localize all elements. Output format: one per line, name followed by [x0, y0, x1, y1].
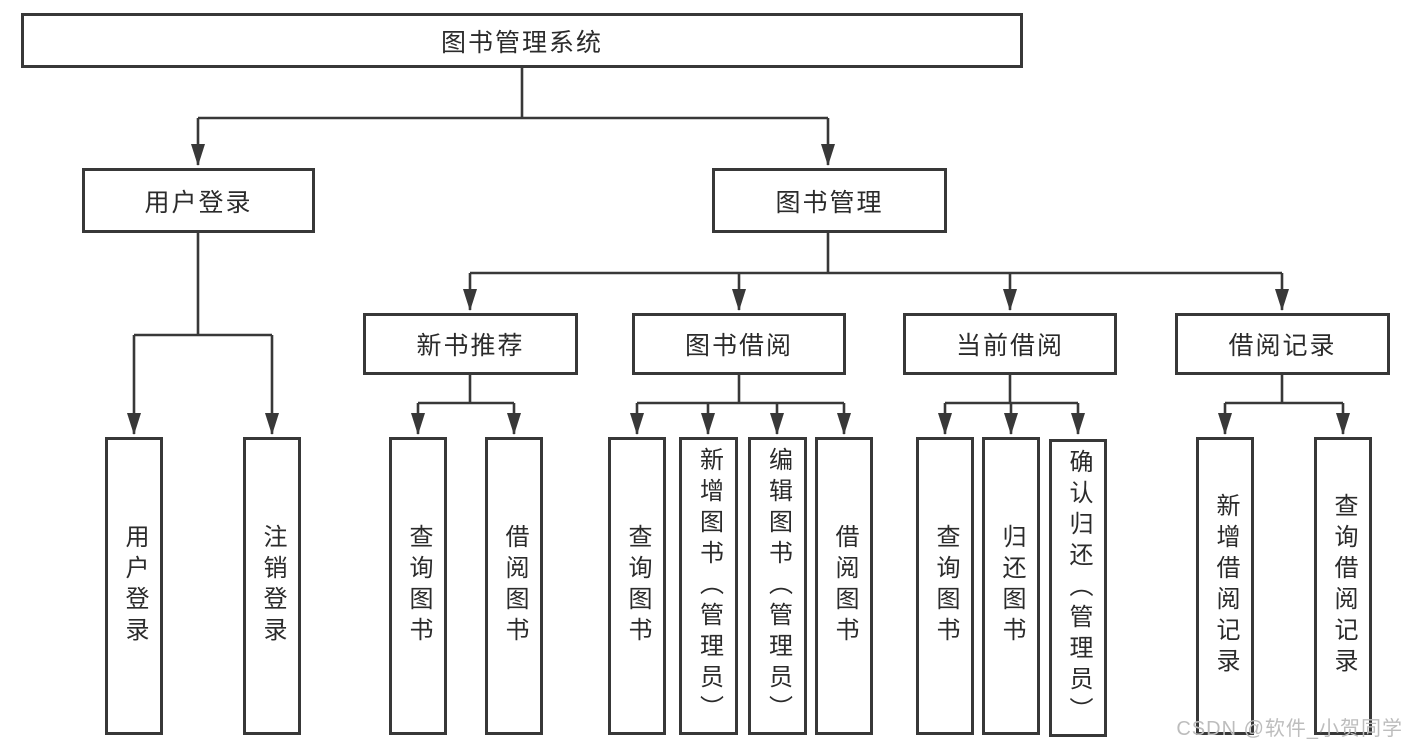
leaf-label: 查询图书 — [624, 524, 651, 648]
node-borrowing-records: 借阅记录 — [1175, 313, 1390, 375]
leaf-label: 用户登录 — [121, 524, 148, 648]
node-book-borrowing: 图书借阅 — [632, 313, 846, 375]
node-user-login: 用户登录 — [82, 168, 315, 233]
node-book-management: 图书管理 — [712, 168, 947, 233]
leaf-edit-book-admin: 编辑图书（管理员） — [748, 437, 807, 735]
node-current-borrowing-label: 当前借阅 — [955, 332, 1064, 360]
node-borrowing-records-label: 借阅记录 — [1228, 332, 1337, 360]
leaf-confirm-return-admin: 确认归还（管理员） — [1049, 439, 1107, 737]
leaf-label: 查询图书 — [405, 524, 432, 648]
leaf-return-books: 归还图书 — [982, 437, 1040, 735]
leaf-borrow-books: 借阅图书 — [815, 437, 873, 735]
leaf-add-borrow-record: 新增借阅记录 — [1196, 437, 1254, 735]
leaf-label: 注销登录 — [259, 524, 286, 648]
leaf-user-login: 用户登录 — [105, 437, 163, 735]
node-user-login-label: 用户登录 — [144, 188, 253, 217]
leaf-query-borrow-record: 查询借阅记录 — [1314, 437, 1372, 735]
leaf-query-books: 查询图书 — [916, 437, 974, 735]
node-root: 图书管理系统 — [21, 13, 1023, 68]
node-new-book-recommend-label: 新书推荐 — [416, 332, 525, 360]
node-book-management-label: 图书管理 — [775, 188, 884, 217]
leaf-label: 查询借阅记录 — [1330, 493, 1357, 679]
node-new-book-recommend: 新书推荐 — [363, 313, 578, 375]
leaf-label: 查询图书 — [932, 524, 959, 648]
leaf-borrow-books: 借阅图书 — [485, 437, 543, 735]
leaf-label: 编辑图书（管理员） — [764, 446, 792, 726]
leaf-add-book-admin: 新增图书（管理员） — [679, 437, 738, 735]
node-root-label: 图书管理系统 — [440, 28, 603, 57]
node-book-borrowing-label: 图书借阅 — [684, 332, 793, 360]
leaf-label: 新增借阅记录 — [1212, 493, 1239, 679]
leaf-query-books: 查询图书 — [389, 437, 447, 735]
leaf-label: 新增图书（管理员） — [695, 446, 723, 726]
leaf-label: 确认归还（管理员） — [1065, 448, 1092, 728]
leaf-label: 借阅图书 — [501, 524, 528, 648]
leaf-label: 归还图书 — [998, 524, 1025, 648]
leaf-logout: 注销登录 — [243, 437, 301, 735]
leaf-query-books: 查询图书 — [608, 437, 666, 735]
csdn-watermark: CSDN @软件_小贺同学 — [1176, 718, 1403, 740]
leaf-label: 借阅图书 — [831, 524, 858, 648]
node-current-borrowing: 当前借阅 — [903, 313, 1117, 375]
